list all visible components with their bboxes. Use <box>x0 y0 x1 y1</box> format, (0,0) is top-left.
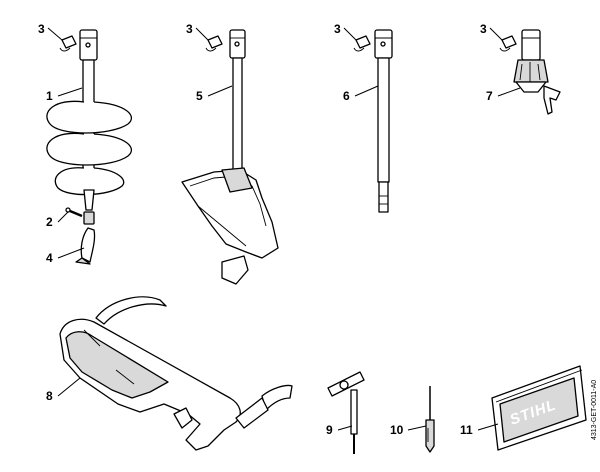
callout-4: 4 <box>46 251 53 265</box>
callout-3-auger: 3 <box>38 22 45 36</box>
tool-pouch-part-11: STIHL <box>491 365 587 451</box>
callout-10: 10 <box>390 423 404 437</box>
clip-part-3-b <box>205 35 223 52</box>
leader-lines <box>47 27 521 431</box>
callout-6: 6 <box>343 89 350 103</box>
callout-3-scoop: 3 <box>186 22 193 36</box>
ice-scoop-part-5 <box>181 29 279 285</box>
callout-1: 1 <box>46 89 53 103</box>
callout-9: 9 <box>326 423 333 437</box>
clip-part-3-a <box>59 35 77 52</box>
screwdriver-part-10 <box>425 386 435 453</box>
clip-part-3-c <box>353 35 371 52</box>
handlebar-part-8 <box>59 296 293 451</box>
callout-2: 2 <box>46 215 53 229</box>
callout-3-shaft: 3 <box>334 22 341 36</box>
pin-part-2 <box>65 207 83 218</box>
callout-11: 11 <box>460 423 473 437</box>
callout-5: 5 <box>196 89 203 103</box>
drawing-reference: 4313-GET-0011-A0 <box>591 380 598 440</box>
callout-3-chuck: 3 <box>480 22 487 36</box>
clip-part-3-d <box>499 35 517 52</box>
drill-chuck-part-7 <box>513 29 561 115</box>
auger-drill-part-1 <box>46 29 133 225</box>
callout-8: 8 <box>46 389 53 403</box>
extension-shaft-part-6 <box>374 29 393 213</box>
cutting-blade-part-4 <box>75 227 96 265</box>
callout-7: 7 <box>486 89 493 103</box>
combination-wrench-part-9 <box>327 371 365 454</box>
